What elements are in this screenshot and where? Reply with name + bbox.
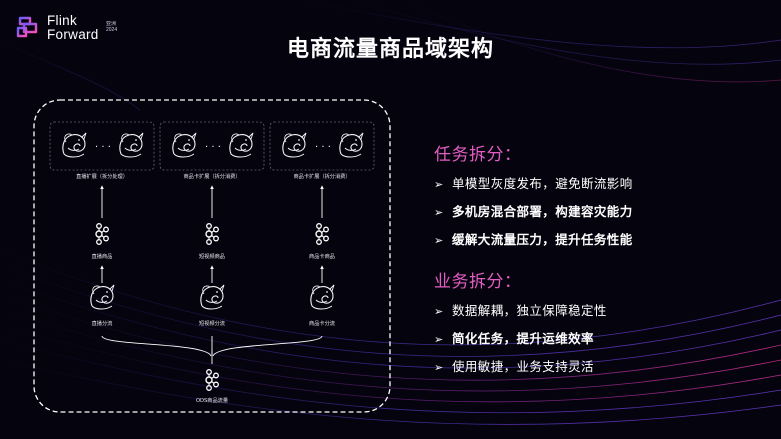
task-split-item-3: ➢ 缓解大流量压力，提升任务性能 <box>434 229 633 248</box>
top-group-dots-2: · · · <box>205 142 221 153</box>
brand-place: 亚洲 <box>106 21 117 27</box>
flink-squirrel-icon <box>310 284 335 310</box>
biz-split-item-2: ➢ 简化任务，提升运维效率 <box>434 328 594 347</box>
brand-year-value: 2024 <box>106 26 118 33</box>
slide-title: 电商流量商品域架构 <box>286 37 494 62</box>
flink-squirrel-icon <box>200 284 225 310</box>
flink-squirrel-icon <box>90 284 115 310</box>
top-group-dots-3: · · · <box>315 142 331 153</box>
chevron-right-icon: ➢ <box>434 305 444 318</box>
top-group-box-3 <box>269 121 375 171</box>
splitter-label-3: 商品卡分流 <box>309 321 335 327</box>
flink-squirrel-icon <box>119 132 144 158</box>
splitter-label-1: 直播分流 <box>91 321 113 327</box>
flink-squirrel-icon <box>282 132 307 158</box>
source-label: ODS商品流量 <box>195 398 229 404</box>
top-group-label-1: 直播扩展（拆分处理） <box>76 174 128 180</box>
biz-split-item-3: ➢ 使用敏捷，业务支持灵活 <box>434 356 594 375</box>
top-group-box-1 <box>49 121 155 171</box>
task-split-item-2: ➢ 多机房混合部署，构建容灾能力 <box>434 201 633 220</box>
topic-label-2: 短视频商品 <box>199 254 225 260</box>
topic-label-1: 直播商品 <box>91 254 113 260</box>
top-group-label-2: 商品卡扩展（拆分消费） <box>183 174 241 180</box>
biz-split-item-1-text: 数据解耦，独立保障稳定性 <box>452 303 607 318</box>
task-split-item-3-text: 缓解大流量压力，提升任务性能 <box>452 232 633 247</box>
kafka-icon <box>205 222 220 246</box>
biz-split-item-1: ➢ 数据解耦，独立保障稳定性 <box>434 300 607 319</box>
flink-squirrel-icon <box>62 132 87 158</box>
brand-name-line2: Forward <box>47 27 99 42</box>
chevron-right-icon: ➢ <box>434 206 444 219</box>
topic-label-3: 商品卡商品 <box>309 254 335 260</box>
splitter-label-2: 短视频分流 <box>199 321 225 327</box>
kafka-icon <box>205 369 220 391</box>
biz-split-item-2-text: 简化任务，提升运维效率 <box>452 331 594 346</box>
flink-squirrel-icon <box>229 132 254 158</box>
task-split-item-1: ➢ 单模型灰度发布，避免断流影响 <box>434 173 633 192</box>
top-group-box-2 <box>159 121 265 171</box>
chevron-right-icon: ➢ <box>434 178 444 191</box>
task-split-item-2-text: 多机房混合部署，构建容灾能力 <box>452 204 633 219</box>
brand-logo: Flink Forward 亚洲 2024 <box>14 12 118 46</box>
flink-forward-logo-icon <box>16 16 38 38</box>
chevron-right-icon: ➢ <box>434 361 444 374</box>
task-split-item-1-text: 单模型灰度发布，避免断流影响 <box>452 176 633 191</box>
flink-squirrel-icon <box>339 132 364 158</box>
flink-squirrel-icon <box>172 132 197 158</box>
brand-year: 亚洲 2024 <box>106 21 118 33</box>
top-group-dots-1: · · · <box>95 142 111 153</box>
chevron-right-icon: ➢ <box>434 333 444 346</box>
chevron-right-icon: ➢ <box>434 234 444 247</box>
biz-split-heading: 业务拆分： <box>434 272 522 292</box>
task-split-heading: 任务拆分： <box>434 145 522 165</box>
kafka-icon <box>315 222 329 246</box>
diagram-outer-frame <box>33 99 391 413</box>
kafka-icon <box>95 222 110 246</box>
biz-split-item-3-text: 使用敏捷，业务支持灵活 <box>452 359 594 374</box>
top-group-label-3: 商品卡扩展（拆分消费） <box>293 174 351 180</box>
brand-name-line1: Flink <box>47 13 78 28</box>
